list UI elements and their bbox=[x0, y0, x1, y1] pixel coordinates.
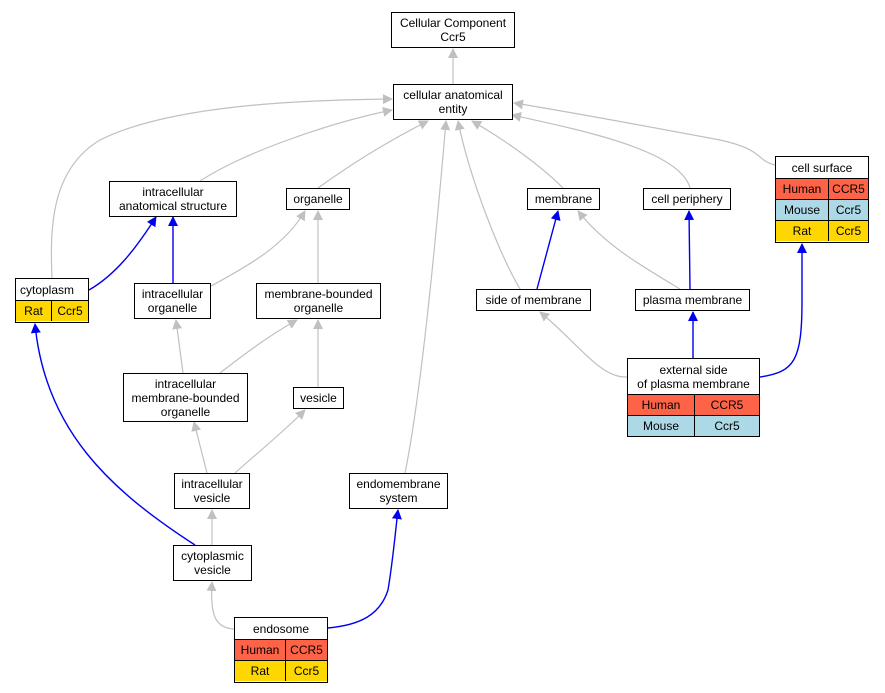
species-row-human: Human CCR5 bbox=[628, 394, 759, 416]
edge-part-of-plasma-membrane-to-cell-periphery bbox=[684, 210, 695, 290]
node-label: plasma membrane bbox=[642, 293, 743, 307]
species-table: Human CCR5 Rat Ccr5 bbox=[235, 639, 327, 681]
edge-is-a-cell-surface-to-cellular-anatomical-entity bbox=[513, 99, 776, 166]
node-cellular-anatomical-entity: cellular anatomical entity bbox=[393, 84, 513, 120]
node-label: cytoplasm bbox=[20, 282, 75, 297]
species-cell: Rat bbox=[776, 220, 829, 241]
node-intracellular-vesicle: intracellular vesicle bbox=[174, 473, 250, 509]
edge-is-a-organelle-to-cellular-anatomical-entity bbox=[317, 120, 429, 189]
node-membrane-bounded-organelle: membrane-bounded organelle bbox=[256, 283, 381, 319]
edge-part-of-endosome-to-endomembrane-system bbox=[327, 509, 402, 629]
node-label: intracellular membrane-bounded organelle bbox=[131, 376, 240, 419]
species-cell: Rat bbox=[16, 300, 52, 321]
species-table: Human CCR5 Mouse Ccr5 bbox=[628, 394, 759, 436]
node-label: cellular anatomical entity bbox=[403, 88, 503, 116]
node-label: endosome bbox=[252, 621, 310, 636]
edge-is-a-intracellular-membrane-bounded-organelle-to-intracellular-organelle bbox=[172, 319, 184, 374]
node-label: endomembrane system bbox=[356, 477, 441, 505]
species-row-mouse: Mouse Ccr5 bbox=[628, 415, 759, 436]
edge-is-a-cytoplasm-to-cellular-anatomical-entity bbox=[50, 94, 393, 279]
node-plasma-membrane: plasma membrane bbox=[635, 289, 750, 311]
node-cytoplasmic-vesicle: cytoplasmic vesicle bbox=[173, 545, 252, 581]
edge-is-a-intracellular-anatomical-structure-to-cellular-anatomical-entity bbox=[199, 106, 393, 182]
node-label: intracellular anatomical structure bbox=[118, 185, 228, 213]
node-label: cytoplasmic vesicle bbox=[181, 549, 244, 577]
gene-cell: Ccr5 bbox=[694, 415, 759, 436]
edge-is-a-external-side-of-plasma-membrane-to-side-of-membrane bbox=[539, 311, 628, 378]
edge-part-of-side-of-membrane-to-membrane bbox=[536, 210, 561, 290]
edge-is-a-intracellular-vesicle-to-intracellular-membrane-bounded-organelle bbox=[191, 421, 208, 474]
edge-is-a-plasma-membrane-to-membrane bbox=[577, 210, 681, 290]
node-intracellular-organelle: intracellular organelle bbox=[134, 283, 211, 319]
species-row-rat: Rat Ccr5 bbox=[16, 300, 88, 321]
edge-is-a-endosome-to-cytoplasmic-vesicle bbox=[206, 581, 235, 630]
node-label: cell surface bbox=[791, 160, 853, 175]
edge-is-a-side-of-membrane-to-cellular-anatomical-entity bbox=[454, 120, 521, 290]
species-row-mouse: Mouse Ccr5 bbox=[776, 199, 868, 221]
node-cell-periphery: cell periphery bbox=[643, 188, 731, 210]
edge-part-of-external-side-of-plasma-membrane-to-cell-surface bbox=[759, 243, 807, 378]
species-cell: Mouse bbox=[776, 199, 829, 221]
node-vesicle: vesicle bbox=[293, 387, 344, 409]
gene-cell: Ccr5 bbox=[828, 220, 868, 241]
node-external-side-of-plasma-membrane: external side of plasma membrane Human C… bbox=[627, 358, 760, 437]
node-cytoplasm: cytoplasm Rat Ccr5 bbox=[15, 278, 89, 323]
edge-is-a-cell-periphery-to-cellular-anatomical-entity bbox=[511, 112, 691, 189]
edge-is-a-intracellular-organelle-to-organelle bbox=[210, 210, 306, 287]
edge-is-a-endomembrane-system-to-cellular-anatomical-entity bbox=[404, 120, 451, 474]
node-label: Cellular Component Ccr5 bbox=[399, 16, 507, 44]
node-endomembrane-system: endomembrane system bbox=[349, 473, 448, 509]
node-label: side of membrane bbox=[485, 293, 582, 307]
gene-cell: Ccr5 bbox=[828, 199, 868, 221]
node-membrane: membrane bbox=[527, 188, 600, 210]
node-intracellular-anatomical-structure: intracellular anatomical structure bbox=[109, 181, 237, 217]
species-row-rat: Rat Ccr5 bbox=[776, 220, 868, 241]
node-label: intracellular vesicle bbox=[181, 477, 243, 505]
gene-cell: Ccr5 bbox=[285, 660, 327, 681]
node-label: cell periphery bbox=[651, 192, 723, 206]
node-organelle: organelle bbox=[286, 188, 350, 210]
node-label: membrane bbox=[534, 192, 593, 206]
species-row-rat: Rat Ccr5 bbox=[235, 660, 327, 681]
node-label: external side of plasma membrane bbox=[637, 362, 750, 391]
node-label: intracellular organelle bbox=[141, 287, 204, 315]
species-cell: Human bbox=[776, 178, 829, 200]
species-row-human: Human CCR5 bbox=[776, 178, 868, 200]
edge-part-of-cytoplasmic-vesicle-to-cytoplasm bbox=[30, 323, 196, 546]
species-cell: Mouse bbox=[628, 415, 695, 436]
species-table: Human CCR5 Mouse Ccr5 Rat Ccr5 bbox=[776, 178, 868, 241]
gene-cell: CCR5 bbox=[694, 394, 759, 416]
node-label: vesicle bbox=[300, 391, 337, 405]
edge-is-a-intracellular-membrane-bounded-organelle-to-membrane-bounded-organelle bbox=[219, 319, 298, 374]
species-table: Rat Ccr5 bbox=[16, 300, 88, 321]
node-label: membrane-bounded organelle bbox=[264, 287, 373, 315]
species-cell: Human bbox=[628, 394, 695, 416]
edge-is-a-membrane-to-cellular-anatomical-entity bbox=[471, 120, 564, 189]
edge-part-of-cytoplasm-to-intracellular-anatomical-structure bbox=[88, 216, 157, 291]
species-cell: Rat bbox=[235, 660, 286, 681]
node-cellular-component: Cellular Component Ccr5 bbox=[391, 12, 515, 48]
gene-cell: CCR5 bbox=[828, 178, 868, 200]
gene-cell: CCR5 bbox=[285, 639, 327, 661]
edge-is-a-intracellular-vesicle-to-vesicle bbox=[234, 409, 306, 474]
species-cell: Human bbox=[235, 639, 286, 661]
node-cell-surface: cell surface Human CCR5 Mouse Ccr5 Rat C… bbox=[775, 156, 869, 243]
node-side-of-membrane: side of membrane bbox=[476, 289, 591, 311]
node-label: organelle bbox=[293, 192, 343, 206]
node-endosome: endosome Human CCR5 Rat Ccr5 bbox=[234, 617, 328, 683]
node-intracellular-membrane-bounded-organelle: intracellular membrane-bounded organelle bbox=[123, 373, 248, 422]
gene-cell: Ccr5 bbox=[51, 300, 88, 321]
species-row-human: Human CCR5 bbox=[235, 639, 327, 661]
